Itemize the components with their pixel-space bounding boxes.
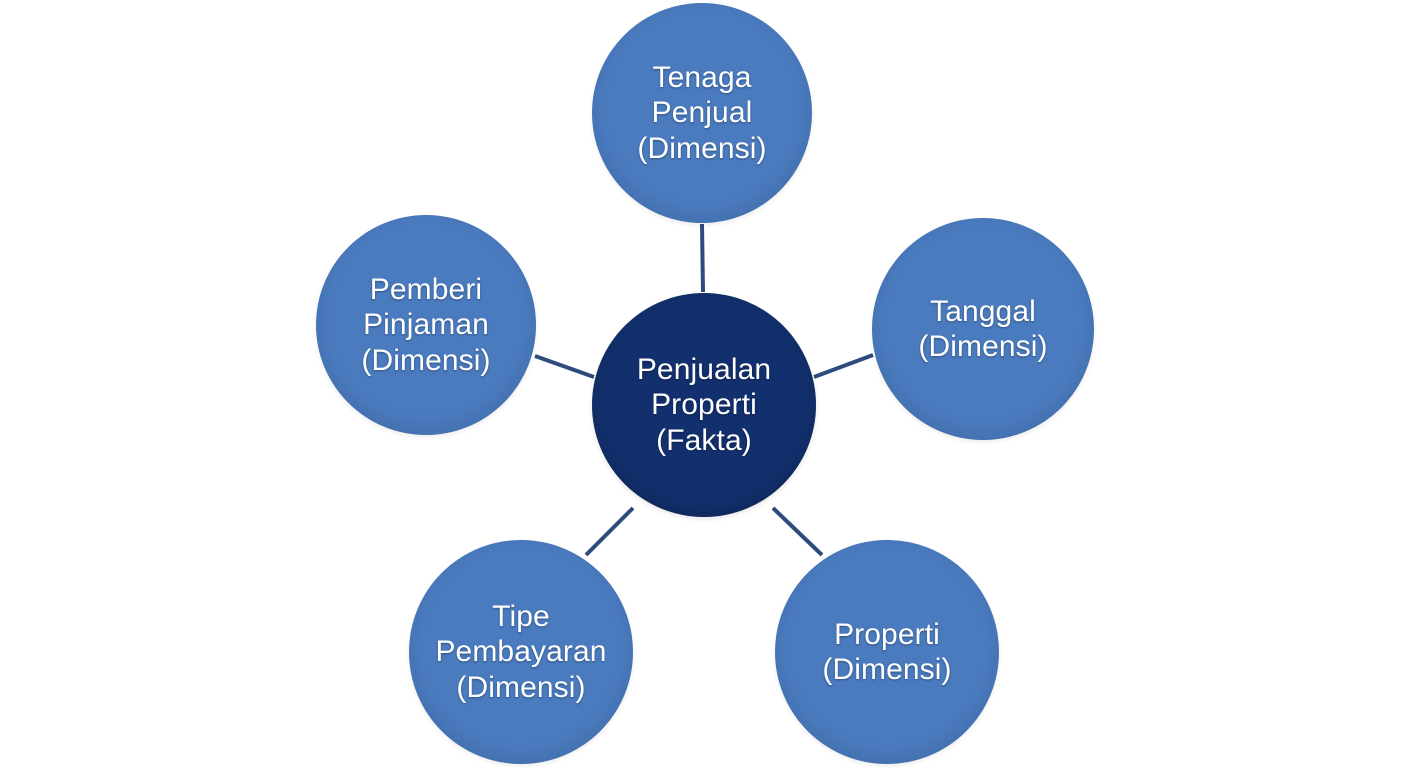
dimension-node-pemberi-pinjaman-label: Pemberi Pinjaman (Dimensi) (361, 272, 491, 377)
dimension-node-tenaga-penjual[interactable]: Tenaga Penjual (Dimensi) (592, 3, 812, 223)
fact-node-penjualan-properti[interactable]: Penjualan Properti (Fakta) (592, 293, 816, 517)
connector-tenaga-penjual (700, 223, 705, 293)
connector-tanggal (813, 353, 874, 379)
dimension-node-properti[interactable]: Properti (Dimensi) (775, 540, 999, 764)
connector-pemberi-pinjaman (534, 354, 595, 379)
dimension-node-tanggal-label: Tanggal (Dimensi) (918, 294, 1048, 363)
connector-properti (771, 506, 824, 557)
dimension-node-tipe-pembayaran-label: Tipe Pembayaran (Dimensi) (435, 599, 607, 704)
fact-node-penjualan-properti-label: Penjualan Properti (Fakta) (636, 352, 772, 457)
dimension-node-pemberi-pinjaman[interactable]: Pemberi Pinjaman (Dimensi) (316, 215, 536, 435)
dimension-node-properti-label: Properti (Dimensi) (822, 617, 952, 686)
dimension-node-tanggal[interactable]: Tanggal (Dimensi) (872, 218, 1094, 440)
dimension-node-tipe-pembayaran[interactable]: Tipe Pembayaran (Dimensi) (409, 540, 633, 764)
connector-tipe-pembayaran (584, 506, 635, 557)
dimension-node-tenaga-penjual-label: Tenaga Penjual (Dimensi) (637, 60, 767, 165)
